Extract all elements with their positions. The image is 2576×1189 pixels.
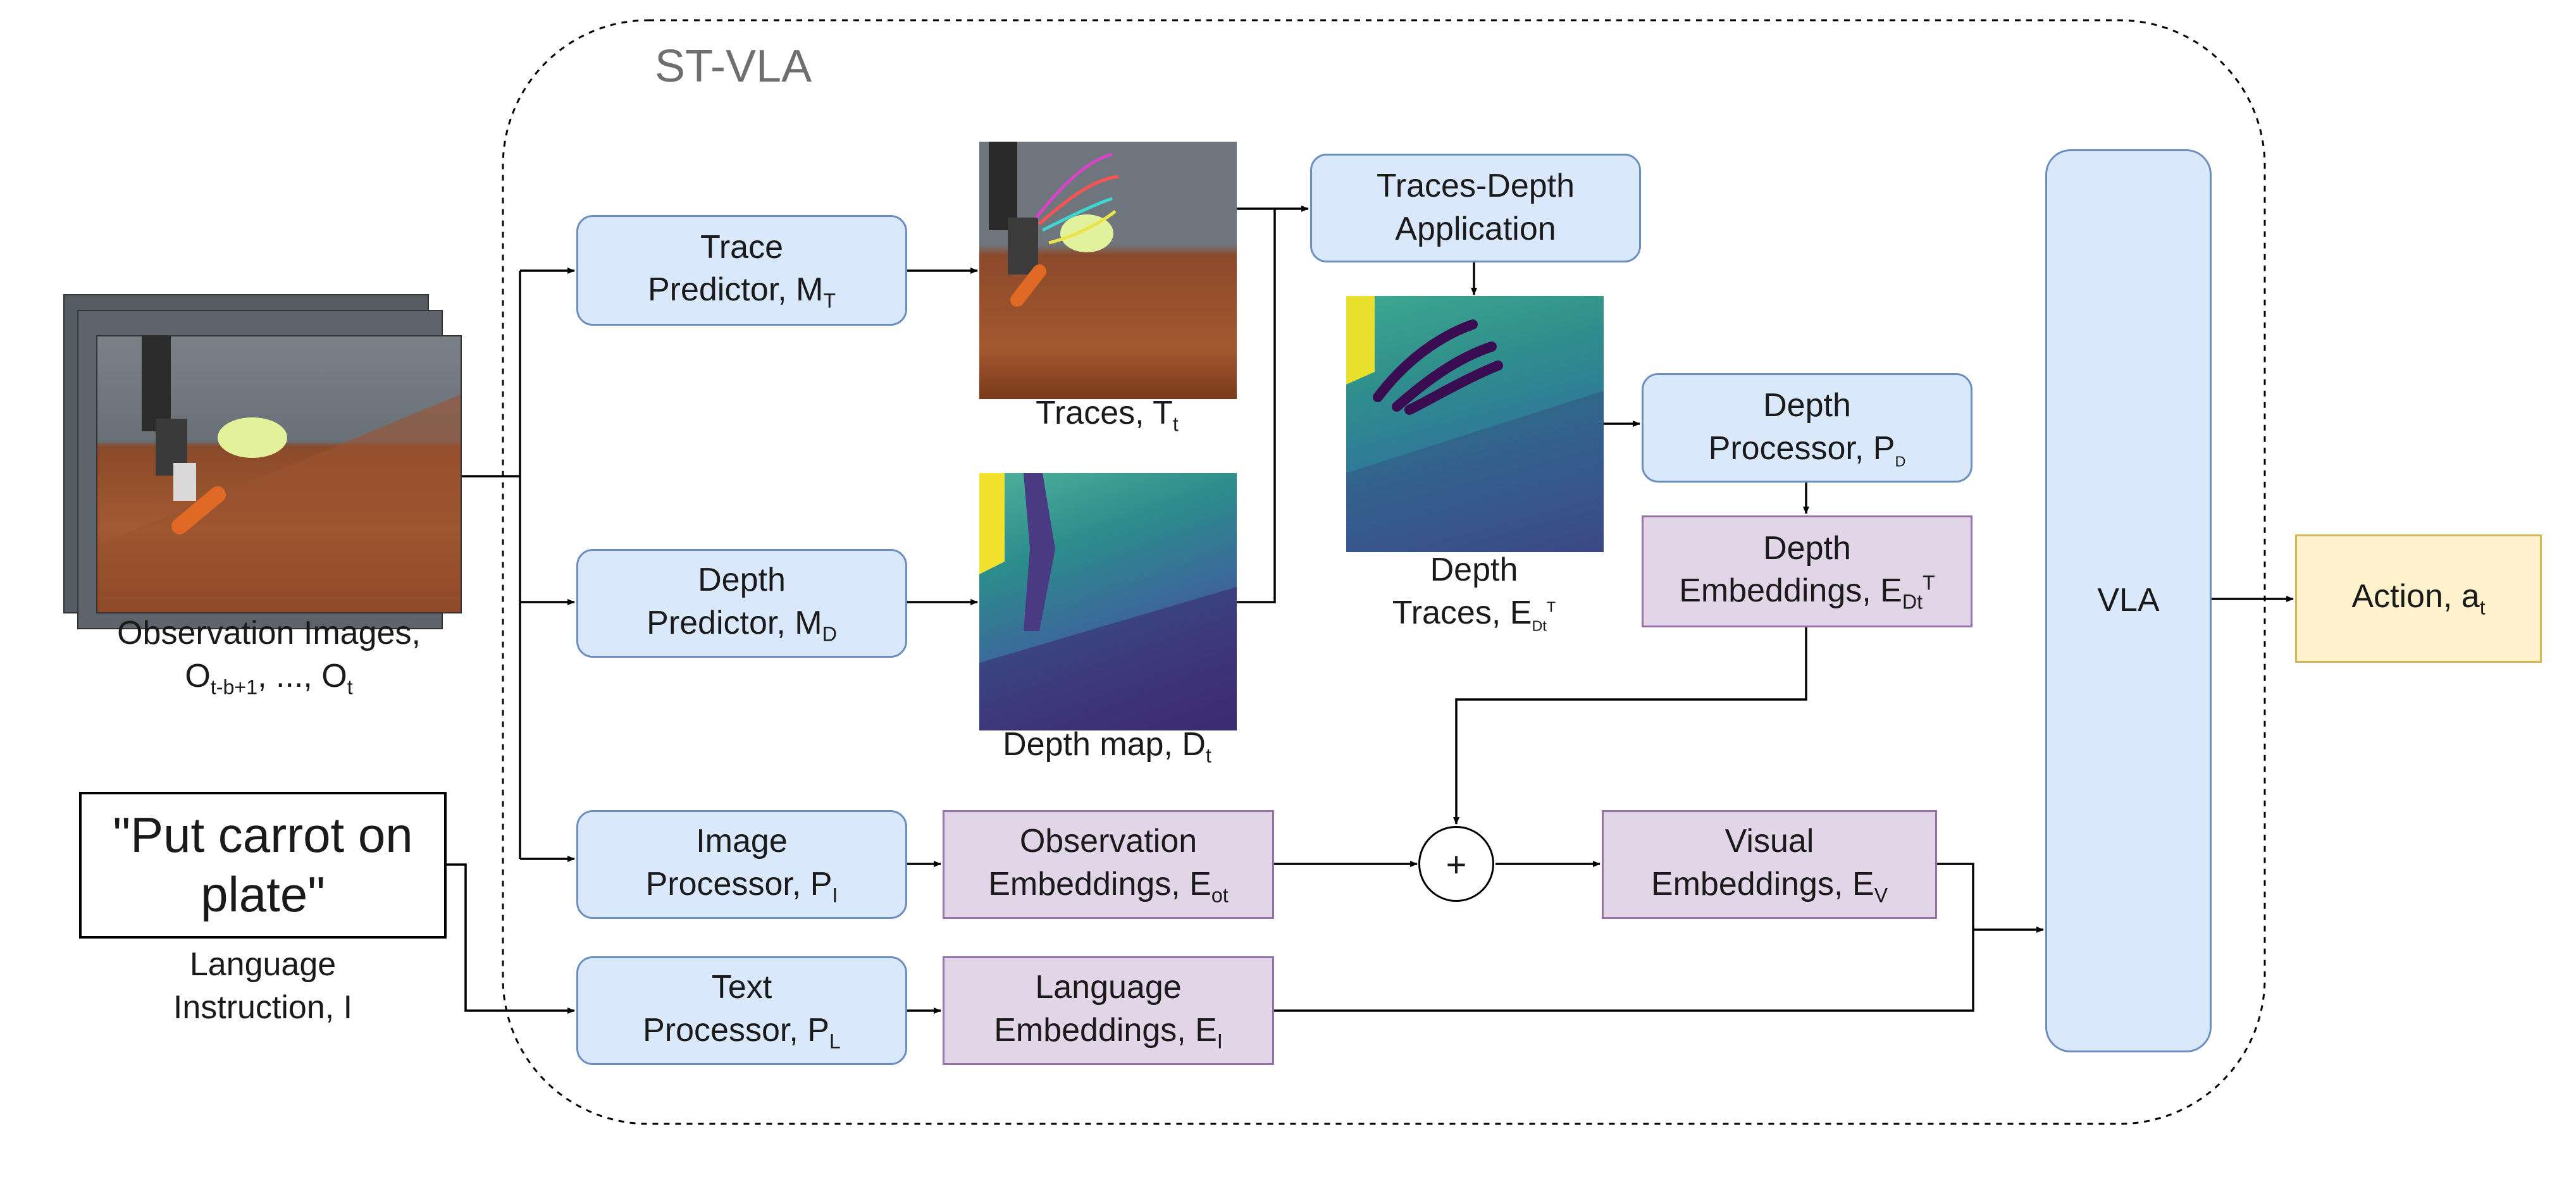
depth-map-image: [979, 473, 1237, 730]
depth-embeddings-box: Depth Embeddings, EDtT: [1642, 515, 1972, 627]
depth-traces-label: Depth Traces, EDtT: [1392, 551, 1556, 634]
st-vla-frame-title: ST-VLA: [655, 41, 812, 92]
vla-box: VLA: [2045, 149, 2212, 1052]
action-output-box: Action, at: [2295, 534, 2542, 663]
language-embeddings-box: Language Embeddings, EI: [943, 956, 1274, 1065]
depthmap-to-merge: [1237, 206, 1309, 603]
traces-label: Traces, Tt: [1036, 395, 1179, 436]
observation-embeddings-box: Observation Embeddings, Eot: [943, 810, 1274, 919]
language-to-vla: [1274, 930, 1974, 1012]
depth-processor-box: Depth Processor, PD: [1642, 373, 1972, 483]
trace-predictor-box: Trace Predictor, MT: [576, 215, 907, 326]
instruction-to-text-processor: [447, 863, 575, 1014]
depth-predictor-box: Depth Predictor, MD: [576, 549, 907, 658]
visual-embeddings-box: Visual Embeddings, EV: [1602, 810, 1937, 919]
depth-traces-image: [1346, 296, 1604, 552]
observation-images-label: Observation Images, Ot-b+1, ..., Ot: [117, 615, 421, 698]
traces-image: [979, 142, 1237, 399]
depth-embeddings-to-sum: [1453, 627, 1807, 825]
visual-to-vla: [1937, 863, 2044, 933]
text-processor-box: Text Processor, PL: [576, 956, 907, 1065]
depth-map-label: Depth map, Dt: [1003, 726, 1211, 767]
traces-depth-application-box: Traces-Depth Application: [1310, 154, 1641, 262]
sum-operator: +: [1418, 826, 1494, 902]
st-vla-frame: [502, 19, 2266, 1125]
image-processor-box: Image Processor, PI: [576, 810, 907, 919]
language-instruction-box: "Put carrot on plate": [79, 792, 447, 939]
observation-image-front: [96, 335, 462, 613]
language-instruction-label: Language Instruction, I: [173, 946, 353, 1026]
